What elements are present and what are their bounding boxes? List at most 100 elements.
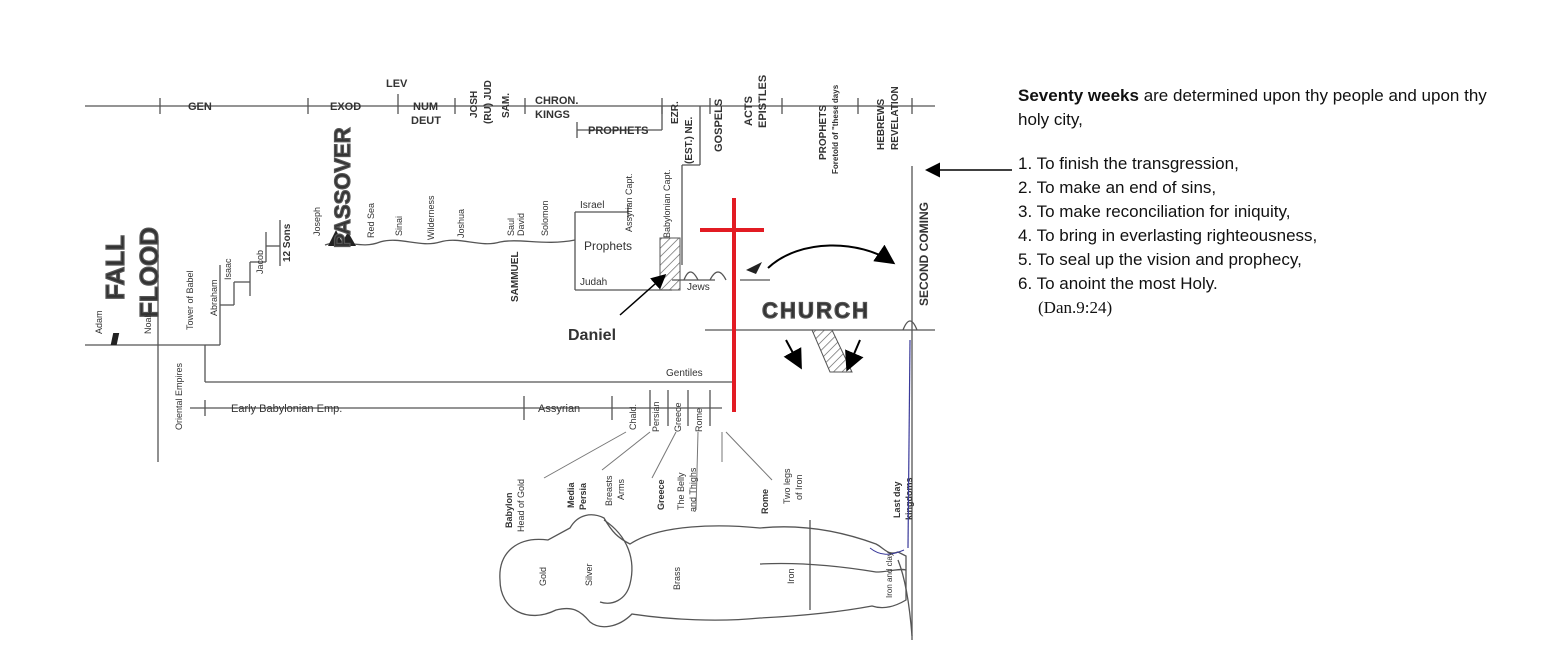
statue-gold: Gold bbox=[538, 567, 548, 586]
label-joshua: Joshua bbox=[456, 209, 466, 238]
label-solomon: Solomon bbox=[540, 200, 550, 236]
label-oriental-empires: Oriental Empires bbox=[174, 362, 184, 430]
label-adam: Adam bbox=[94, 310, 104, 334]
statue-belly: The Belly bbox=[676, 472, 686, 510]
book-est-ne: (EST.) NE. bbox=[684, 117, 695, 164]
label-twelve-sons: 12 Sons bbox=[282, 223, 293, 262]
book-ru-jud: (RU) JUD bbox=[483, 80, 494, 124]
label-david: David bbox=[516, 213, 526, 236]
daniel-arrow bbox=[619, 274, 667, 316]
label-joseph: Joseph bbox=[312, 207, 322, 236]
list-item: 2. To make an end of sins, bbox=[1018, 178, 1217, 197]
book-hebrews: HEBREWS bbox=[876, 99, 887, 150]
book-exod: EXOD bbox=[330, 101, 361, 113]
book-num: NUM bbox=[413, 101, 438, 113]
seventy-weeks-intro: Seventy weeks are determined upon thy pe… bbox=[1018, 84, 1518, 132]
purposes-list: 1. To finish the transgression, 2. To ma… bbox=[1018, 152, 1518, 296]
book-prophets: PROPHETS bbox=[588, 125, 649, 137]
label-second-coming: SECOND COMING bbox=[917, 202, 931, 306]
statue-foot-blue bbox=[869, 547, 905, 555]
label-passover: PASSOVER bbox=[330, 127, 355, 248]
bible-books-line bbox=[85, 94, 935, 265]
label-red-sea: Red Sea bbox=[366, 203, 376, 238]
statue-babylon: Babylon bbox=[504, 492, 514, 528]
label-noah: Noah bbox=[143, 312, 153, 334]
label-saul: Saul bbox=[506, 218, 516, 236]
list-item: 1. To finish the transgression, bbox=[1018, 154, 1239, 173]
book-josh: JOSH bbox=[469, 91, 480, 118]
label-daniel: Daniel bbox=[568, 327, 616, 344]
label-chald: Chald. bbox=[628, 404, 638, 430]
label-babylonian-capt: Babylonian Capt. bbox=[662, 169, 672, 238]
passover-marker-2 bbox=[340, 232, 356, 246]
label-flood: FLOOD bbox=[134, 227, 164, 318]
statue-media: Media bbox=[566, 481, 576, 508]
label-wilderness: Wilderness bbox=[426, 195, 436, 240]
label-church: CHURCH bbox=[762, 298, 868, 323]
label-israel: Israel bbox=[580, 200, 604, 211]
label-rome: Rome bbox=[694, 408, 704, 432]
statue-outline bbox=[499, 514, 907, 628]
label-persian: Persian bbox=[651, 401, 661, 432]
statue-leg-line bbox=[759, 562, 907, 573]
seventy-weeks-text: Seventy weeks are determined upon thy pe… bbox=[1018, 84, 1518, 320]
red-cross bbox=[700, 198, 764, 412]
label-jews: Jews bbox=[687, 282, 710, 293]
scripture-reference: (Dan.9:24) bbox=[1038, 298, 1113, 317]
statue-last-day: Last day bbox=[892, 481, 902, 518]
church-arrow-top bbox=[767, 244, 896, 269]
tower-marker bbox=[110, 333, 120, 345]
book-chron: CHRON. bbox=[535, 95, 578, 107]
statue-feet bbox=[897, 559, 913, 637]
book-nt-prophets: PROPHETS bbox=[818, 105, 829, 160]
church-hatch bbox=[811, 329, 853, 373]
church-arrow-left bbox=[783, 339, 802, 370]
passover-marker bbox=[328, 230, 344, 246]
statue-thighs: and Thighs bbox=[688, 467, 698, 512]
statue-arm bbox=[599, 519, 633, 604]
label-greece: Greece bbox=[673, 402, 683, 432]
book-gen: GEN bbox=[188, 101, 212, 113]
label-jacob: Jacob bbox=[255, 250, 265, 274]
book-epistles: EPISTLES bbox=[757, 75, 769, 128]
label-judah: Judah bbox=[580, 277, 607, 288]
label-sinai: Sinai bbox=[394, 216, 404, 236]
label-tower-of-babel: Tower of Babel bbox=[185, 270, 195, 330]
church-arrow-right bbox=[845, 339, 864, 372]
statue-iron: Iron bbox=[786, 568, 796, 584]
statue-pointer-lines bbox=[543, 431, 773, 511]
statue-of-iron: of Iron bbox=[794, 474, 804, 500]
label-gentiles: Gentiles bbox=[666, 368, 703, 379]
book-revelation: REVELATION bbox=[890, 86, 901, 150]
list-item: 5. To seal up the vision and prophecy, bbox=[1018, 250, 1302, 269]
label-assyrian-capt: Assyrian Capt. bbox=[624, 173, 634, 232]
statue-brass: Brass bbox=[672, 566, 682, 590]
seventy-weeks-bold: Seventy weeks bbox=[1018, 86, 1139, 105]
book-ezr: EZR. bbox=[670, 101, 681, 124]
book-lev: LEV bbox=[386, 78, 408, 90]
label-abraham: Abraham bbox=[209, 279, 219, 316]
label-isaac: Isaac bbox=[223, 258, 233, 280]
statue-silver: Silver bbox=[584, 563, 594, 586]
label-assyrian: Assyrian bbox=[538, 403, 580, 415]
list-item: 6. To anoint the most Holy. bbox=[1018, 274, 1218, 293]
statue-iron-and-clay: Iron and clay bbox=[885, 552, 894, 598]
statue-greece: Greece bbox=[656, 479, 666, 510]
book-deut: DEUT bbox=[411, 115, 441, 127]
small-figure-marker bbox=[746, 262, 762, 274]
seventy-weeks-rest: are determined upon thy people and upon … bbox=[1018, 86, 1487, 129]
book-gospels: GOSPELS bbox=[713, 99, 725, 152]
book-acts: ACTS bbox=[743, 96, 755, 126]
history-lines bbox=[85, 166, 935, 640]
statue-persia: Persia bbox=[578, 482, 588, 510]
label-prophets: Prophets bbox=[584, 239, 632, 253]
blue-connector bbox=[907, 339, 911, 549]
statue-two-legs: Two legs bbox=[782, 468, 792, 504]
book-kings: KINGS bbox=[535, 109, 570, 121]
label-sammuel: SAMMUEL bbox=[510, 251, 521, 302]
empires-line bbox=[190, 390, 722, 426]
list-item: 3. To make reconciliation for iniquity, bbox=[1018, 202, 1291, 221]
statue-rome: Rome bbox=[760, 489, 770, 514]
book-sam: SAM. bbox=[501, 93, 512, 118]
